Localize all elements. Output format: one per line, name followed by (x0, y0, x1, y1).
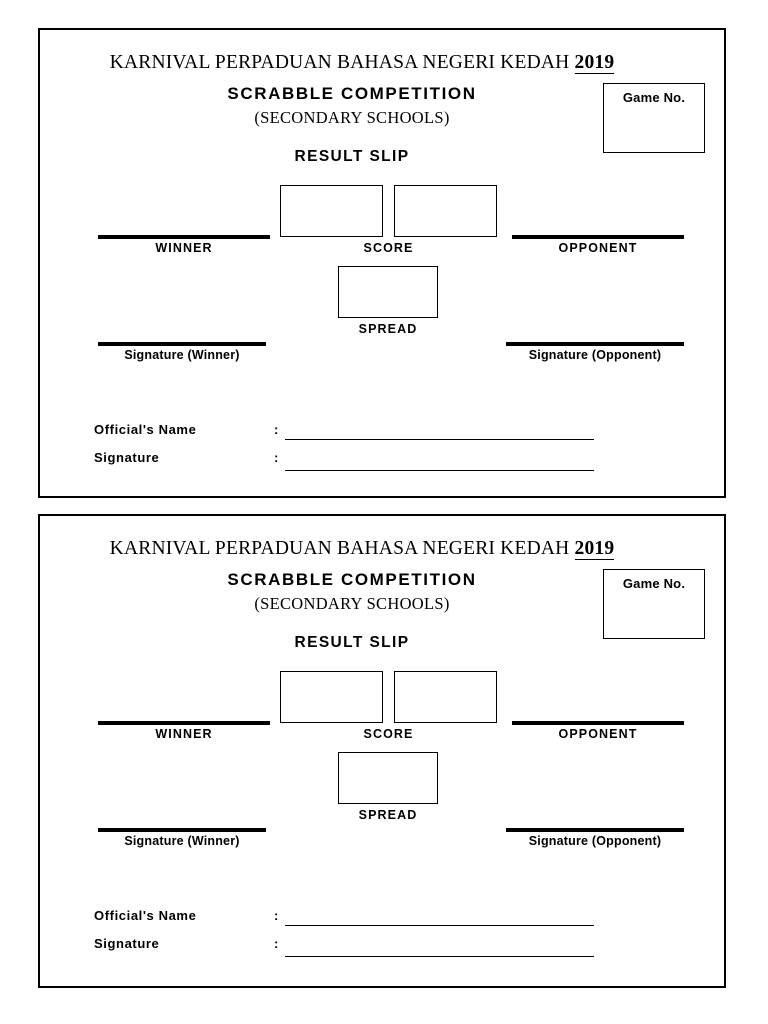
signature-opponent-label: Signature (Opponent) (528, 348, 662, 362)
spread-label: SPREAD (358, 322, 418, 336)
signature-opponent-rule[interactable] (506, 342, 684, 346)
title-year: 2019 (574, 52, 615, 74)
official-signature-colon: : (274, 936, 279, 951)
title-year: 2019 (574, 538, 615, 560)
game-number-label: Game No. (622, 576, 686, 591)
winner-label: WINNER (155, 241, 213, 255)
official-signature-row: Signature : (94, 936, 614, 958)
result-slip: KARNIVAL PERPADUAN BAHASA NEGERI KEDAH 2… (38, 28, 726, 498)
result-slip-heading: RESULT SLIP (294, 148, 410, 165)
competition-category: (SECONDARY SCHOOLS) (254, 108, 450, 127)
winner-name-rule[interactable] (98, 721, 270, 725)
signature-opponent-rule[interactable] (506, 828, 684, 832)
result-slip: KARNIVAL PERPADUAN BAHASA NEGERI KEDAH 2… (38, 514, 726, 988)
page-title: KARNIVAL PERPADUAN BAHASA NEGERI KEDAH 2… (40, 538, 724, 560)
opponent-label: OPPONENT (558, 241, 638, 255)
competition-subtitle: SCRABBLE COMPETITION (227, 570, 477, 589)
signature-opponent-label: Signature (Opponent) (528, 834, 662, 848)
competition-category: (SECONDARY SCHOOLS) (254, 594, 450, 613)
spread-box[interactable] (338, 752, 438, 804)
official-name-row: Official's Name : (94, 908, 614, 930)
game-number-label: Game No. (622, 90, 686, 105)
spread-box[interactable] (338, 266, 438, 318)
winner-label: WINNER (155, 727, 213, 741)
game-number-field[interactable]: Game No. (603, 569, 705, 639)
signature-winner-rule[interactable] (98, 342, 266, 346)
signature-winner-rule[interactable] (98, 828, 266, 832)
official-signature-input-line[interactable] (285, 470, 594, 471)
official-name-colon: : (274, 908, 279, 923)
official-name-input-line[interactable] (285, 439, 594, 440)
score-winner-box[interactable] (280, 185, 383, 237)
title-prefix: KARNIVAL PERPADUAN BAHASA NEGERI KEDAH (109, 538, 575, 559)
competition-subtitle: SCRABBLE COMPETITION (227, 84, 477, 103)
title-prefix: KARNIVAL PERPADUAN BAHASA NEGERI KEDAH (109, 52, 575, 73)
opponent-name-rule[interactable] (512, 721, 684, 725)
official-signature-label: Signature (94, 936, 160, 951)
official-name-colon: : (274, 422, 279, 437)
official-name-label: Official's Name (94, 422, 197, 437)
official-signature-colon: : (274, 450, 279, 465)
game-number-field[interactable]: Game No. (603, 83, 705, 153)
official-name-label: Official's Name (94, 908, 197, 923)
signature-winner-label: Signature (Winner) (124, 348, 240, 362)
opponent-name-rule[interactable] (512, 235, 684, 239)
score-label: SCORE (363, 241, 414, 255)
score-opponent-box[interactable] (394, 671, 497, 723)
score-label: SCORE (363, 727, 414, 741)
signature-winner-label: Signature (Winner) (124, 834, 240, 848)
page-title: KARNIVAL PERPADUAN BAHASA NEGERI KEDAH 2… (40, 52, 724, 74)
official-name-row: Official's Name : (94, 422, 614, 444)
score-winner-box[interactable] (280, 671, 383, 723)
official-signature-input-line[interactable] (285, 956, 594, 957)
opponent-label: OPPONENT (558, 727, 638, 741)
winner-name-rule[interactable] (98, 235, 270, 239)
result-slip-heading: RESULT SLIP (294, 634, 410, 651)
spread-label: SPREAD (358, 808, 418, 822)
official-signature-row: Signature : (94, 450, 614, 472)
official-signature-label: Signature (94, 450, 160, 465)
official-name-input-line[interactable] (285, 925, 594, 926)
score-opponent-box[interactable] (394, 185, 497, 237)
